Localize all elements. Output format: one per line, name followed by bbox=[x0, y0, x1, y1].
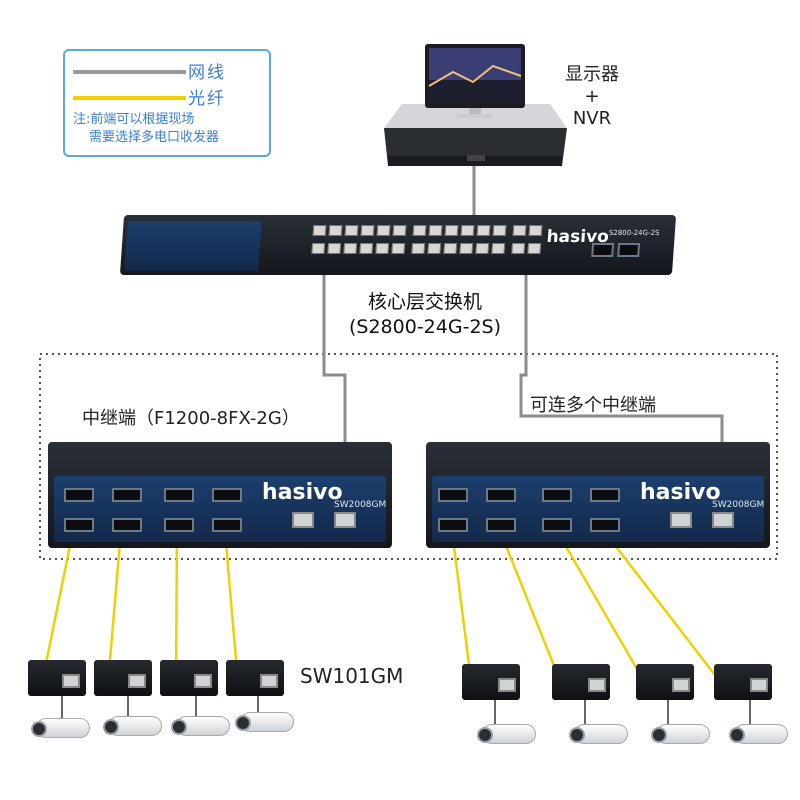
camera-icon bbox=[31, 718, 90, 738]
right-fiber-port-1 bbox=[438, 488, 468, 502]
right-fiber-port-8 bbox=[590, 518, 620, 532]
left-fiber-port-4 bbox=[212, 488, 242, 502]
legend-note: 注:前端可以根据现场 需要选择多电口收发器 bbox=[73, 111, 269, 147]
fiber-right-2 bbox=[498, 530, 565, 689]
core-switch-label: 核心层交换机 (S2800-24G-2S) bbox=[326, 290, 524, 340]
monitor-label-line3: NVR bbox=[572, 108, 612, 129]
right-fiber-port-2 bbox=[486, 488, 516, 502]
relay-right-label: 可连多个中继端 bbox=[530, 395, 656, 416]
camera-icon bbox=[103, 716, 162, 736]
camera-icon bbox=[729, 724, 788, 744]
legend-box: 网线 光纤 注:前端可以根据现场 需要选择多电口收发器 bbox=[63, 49, 271, 157]
fiber-left-3 bbox=[174, 530, 179, 684]
monitor-illustration bbox=[425, 44, 525, 118]
media-converter-left-4 bbox=[226, 660, 284, 696]
fiber-left-1 bbox=[40, 530, 75, 684]
left-fiber-port-3 bbox=[164, 488, 194, 502]
monitor-label-line2: + bbox=[584, 86, 600, 107]
fiber-right-3 bbox=[555, 530, 650, 689]
core-switch: hasivo S2800-24G-2S bbox=[119, 215, 677, 275]
nvr-device bbox=[372, 100, 572, 170]
fiber-left-2 bbox=[106, 530, 123, 684]
core-to-right-relay-cable bbox=[519, 262, 724, 518]
left-rj45-port-1 bbox=[292, 512, 314, 528]
right-fiber-port-6 bbox=[486, 518, 516, 532]
core-sfp-port-2 bbox=[617, 243, 641, 257]
media-converter-right-3 bbox=[636, 664, 694, 700]
core-switch-brand: hasivo bbox=[545, 227, 610, 247]
camera-icon bbox=[477, 724, 536, 744]
left-fiber-port-6 bbox=[112, 518, 142, 532]
monitor-label-line1: 显示器 bbox=[565, 64, 619, 85]
core-switch-label-line1: 核心层交换机 bbox=[367, 291, 482, 313]
relay-switch-left: hasivo SW2008GM bbox=[48, 442, 392, 548]
network-cable-legend-label: 网线 bbox=[188, 63, 226, 83]
camera-icon bbox=[569, 724, 628, 744]
nvr-illustration bbox=[384, 104, 567, 166]
right-fiber-port-7 bbox=[542, 518, 572, 532]
media-converter-right-1 bbox=[462, 664, 520, 700]
left-rj45-port-2 bbox=[334, 512, 356, 528]
core-switch-ports bbox=[311, 225, 544, 265]
legend-note-line1: 注:前端可以根据现场 bbox=[73, 112, 195, 127]
left-fiber-port-2 bbox=[112, 488, 142, 502]
legend-note-line2: 需要选择多电口收发器 bbox=[89, 130, 220, 145]
media-converter-left-3 bbox=[160, 660, 218, 696]
converter-model-label: SW101GM bbox=[300, 664, 404, 688]
right-fiber-port-5 bbox=[438, 518, 468, 532]
core-switch-label-line2: (S2800-24G-2S) bbox=[349, 316, 501, 338]
monitor bbox=[423, 42, 527, 120]
right-rj45-port-1 bbox=[670, 512, 692, 528]
media-converter-right-4 bbox=[714, 664, 772, 700]
relay-left-label: 中继端（F1200-8FX-2G） bbox=[82, 408, 300, 429]
media-converter-left-1 bbox=[28, 660, 86, 696]
fiber-left-4 bbox=[223, 530, 240, 684]
left-fiber-port-5 bbox=[64, 518, 94, 532]
relay-left-brand: hasivo bbox=[262, 480, 343, 505]
right-fiber-port-4 bbox=[590, 488, 620, 502]
left-fiber-port-7 bbox=[164, 518, 194, 532]
network-cable-swatch bbox=[73, 70, 186, 74]
fiber-right-1 bbox=[450, 530, 474, 689]
right-fiber-port-3 bbox=[542, 488, 572, 502]
relay-right-brand: hasivo bbox=[640, 480, 721, 505]
camera-icon bbox=[171, 716, 230, 736]
relay-switch-right: hasivo SW2008GM bbox=[426, 442, 770, 548]
media-converter-right-2 bbox=[552, 664, 610, 700]
camera-icon bbox=[235, 712, 294, 732]
fiber-legend-label: 光纤 bbox=[188, 89, 226, 109]
relay-left-model: SW2008GM bbox=[334, 500, 387, 510]
relay-right-model: SW2008GM bbox=[712, 500, 765, 510]
fiber-right-4 bbox=[603, 530, 726, 689]
core-switch-model: S2800-24G-2S bbox=[608, 229, 660, 237]
media-converter-left-2 bbox=[94, 660, 152, 696]
camera-icon bbox=[651, 724, 710, 744]
fiber-swatch bbox=[73, 96, 186, 100]
core-switch-led-panel bbox=[124, 221, 262, 271]
right-rj45-port-2 bbox=[712, 512, 734, 528]
monitor-nvr-label: 显示器 + NVR bbox=[557, 64, 627, 130]
left-fiber-port-1 bbox=[64, 488, 94, 502]
left-fiber-port-8 bbox=[212, 518, 242, 532]
